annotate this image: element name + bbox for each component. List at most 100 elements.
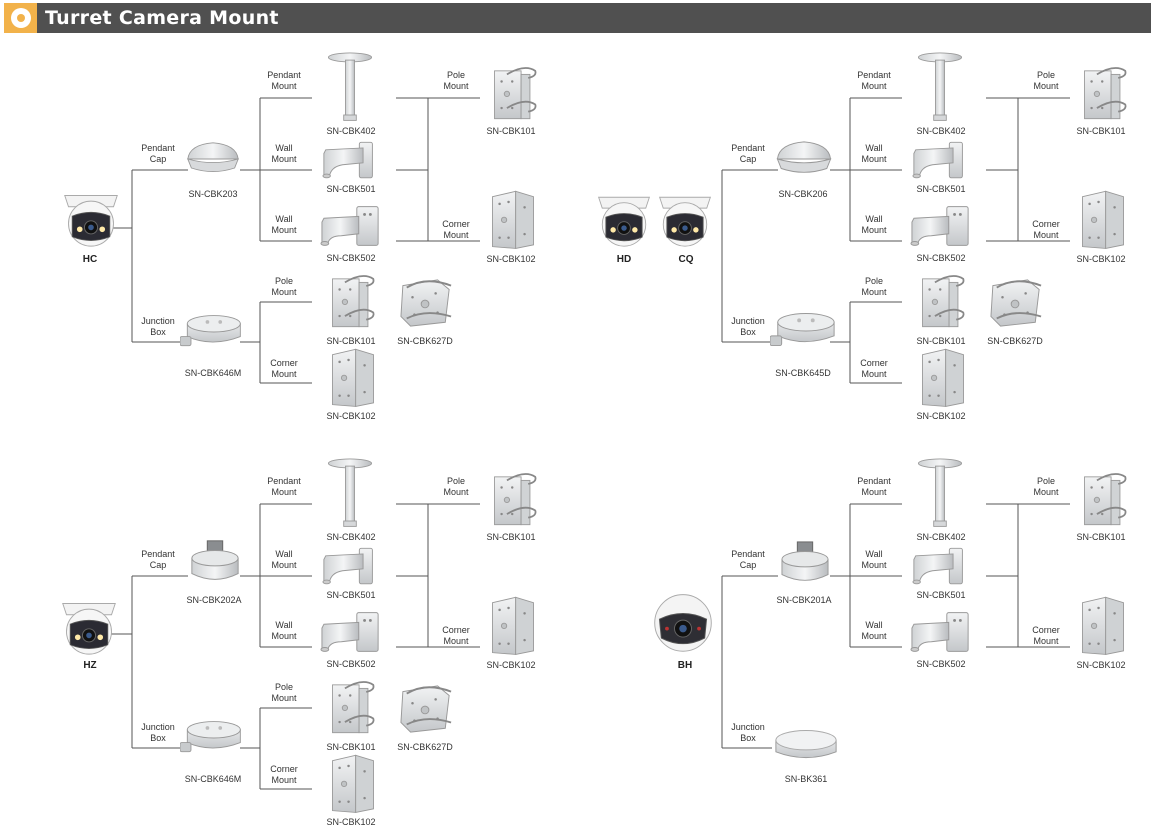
diagram-hc: HC Pendant Cap SN-CBK203 Junction Box SN… xyxy=(0,0,560,421)
pendant-mount-image xyxy=(327,52,373,121)
branch-label: Pendant Mount xyxy=(857,70,891,91)
camera-label: CQ xyxy=(678,254,694,265)
branch-model: SN-CBK501 xyxy=(916,184,966,194)
pole-mount-image xyxy=(1083,67,1127,120)
connector-lines xyxy=(721,503,1070,749)
corner-mount-label: Corner Mount xyxy=(442,625,470,646)
camera-label: HZ xyxy=(83,660,97,671)
diagram-hd-cq: HD CQ Pendant Cap SN-CBK206 Junction Box… xyxy=(590,0,1150,421)
corner-mount-image xyxy=(331,348,375,407)
pole-mount-image xyxy=(493,67,537,120)
branch-label: Wall Mount xyxy=(271,549,297,570)
branch-model: SN-CBK102 xyxy=(916,411,966,421)
pole-mount-label: Pole Mount xyxy=(1033,476,1059,497)
pole-plate-image xyxy=(989,278,1043,328)
junction-box-image xyxy=(775,729,837,759)
diagram-hz: HZ Pendant Cap SN-CBK202A Junction Box S… xyxy=(0,406,560,827)
branch-model: SN-CBK102 xyxy=(326,817,376,827)
branch-model: SN-CBK102 xyxy=(326,411,376,421)
branch-model: SN-CBK101 xyxy=(326,336,376,346)
corner-mount-label: Corner Mount xyxy=(442,219,470,240)
branch-model: SN-CBK502 xyxy=(916,253,966,263)
branch-label: Wall Mount xyxy=(861,143,887,164)
wall-mount-box-image xyxy=(320,612,379,652)
branch-model: SN-CBK502 xyxy=(326,253,376,263)
branch-model: SN-CBK501 xyxy=(326,184,376,194)
junction-box-image xyxy=(180,315,241,347)
branch-label: Pole Mount xyxy=(271,682,297,703)
branch-model: SN-CBK502 xyxy=(916,659,966,669)
branch-model: SN-CBK101 xyxy=(916,336,966,346)
branch-model: SN-CBK101 xyxy=(326,742,376,752)
turret-camera-image xyxy=(62,603,116,655)
junction-box-model: SN-BK361 xyxy=(784,774,828,784)
turret-camera-image xyxy=(598,196,650,247)
section-header: Turret Camera Mount xyxy=(4,3,1151,33)
pole-mount-model: SN-CBK101 xyxy=(486,532,536,542)
wall-mount-box-image xyxy=(910,612,969,652)
junction-box-model: SN-CBK646M xyxy=(184,774,242,784)
pendant-cap-label: Pendant Cap xyxy=(141,143,175,164)
branch-label: Wall Mount xyxy=(271,620,297,641)
junction-box-label: Junction Box xyxy=(731,722,765,743)
connector-lines xyxy=(110,97,480,384)
pole-mount-model: SN-CBK101 xyxy=(1076,126,1126,136)
turret-camera-image xyxy=(64,195,118,247)
pendant-cap-model: SN-CBK206 xyxy=(778,189,828,199)
branch-model: SN-CBK402 xyxy=(326,532,376,542)
pole-mount-label: Pole Mount xyxy=(1033,70,1059,91)
corner-mount-model: SN-CBK102 xyxy=(1076,660,1126,670)
pendant-cap-label: Pendant Cap xyxy=(731,549,765,570)
pole-plate-image xyxy=(399,684,453,734)
branch-label: Wall Mount xyxy=(861,214,887,235)
pendant-cap-label: Pendant Cap xyxy=(731,143,765,164)
connector-lines xyxy=(721,97,1070,384)
branch-label: Corner Mount xyxy=(270,764,298,785)
branch-label: Wall Mount xyxy=(861,620,887,641)
branch-label: Pole Mount xyxy=(861,276,887,297)
corner-mount-image xyxy=(491,190,535,249)
branch-label: Wall Mount xyxy=(271,143,297,164)
pole-mount-image xyxy=(331,275,375,328)
corner-mount-model: SN-CBK102 xyxy=(486,660,536,670)
pendant-mount-image xyxy=(917,458,963,527)
branch-label: Pendant Mount xyxy=(267,70,301,91)
junction-box-label: Junction Box xyxy=(141,316,175,337)
branch-extra-model: SN-CBK627D xyxy=(987,336,1043,346)
corner-mount-image xyxy=(331,754,375,813)
pole-mount-label: Pole Mount xyxy=(443,70,469,91)
branch-model: SN-CBK402 xyxy=(916,126,966,136)
pendant-cap-model: SN-CBK203 xyxy=(188,189,238,199)
pole-mount-model: SN-CBK101 xyxy=(486,126,536,136)
wall-mount-image xyxy=(912,141,963,179)
corner-mount-image xyxy=(1081,596,1125,655)
pole-mount-image xyxy=(493,473,537,526)
branch-model: SN-CBK402 xyxy=(916,532,966,542)
camera-label: HD xyxy=(616,254,632,265)
wall-mount-box-image xyxy=(910,206,969,246)
pendant-mount-image xyxy=(917,52,963,121)
branch-label: Pendant Mount xyxy=(857,476,891,497)
branch-label: Corner Mount xyxy=(270,358,298,379)
branch-label: Wall Mount xyxy=(271,214,297,235)
junction-box-model: SN-CBK645D xyxy=(775,368,831,378)
junction-box-label: Junction Box xyxy=(141,722,175,743)
branch-label: Pendant Mount xyxy=(267,476,301,497)
wall-mount-image xyxy=(322,141,373,179)
turret-camera-image xyxy=(659,196,711,247)
junction-box-model: SN-CBK646M xyxy=(184,368,242,378)
corner-mount-model: SN-CBK102 xyxy=(1076,254,1126,264)
pendant-cap-image xyxy=(776,141,832,173)
wall-mount-box-image xyxy=(320,206,379,246)
branch-label: Pole Mount xyxy=(271,276,297,297)
pendant-cap-label: Pendant Cap xyxy=(141,549,175,570)
pole-plate-image xyxy=(399,278,453,328)
connector-lines xyxy=(110,503,480,790)
circle-dot-icon xyxy=(4,3,37,33)
camera-label: BH xyxy=(677,660,693,671)
wall-mount-image xyxy=(322,547,373,585)
branch-extra-model: SN-CBK627D xyxy=(397,742,453,752)
branch-model: SN-CBK502 xyxy=(326,659,376,669)
branch-model: SN-CBK501 xyxy=(326,590,376,600)
pole-mount-label: Pole Mount xyxy=(443,476,469,497)
